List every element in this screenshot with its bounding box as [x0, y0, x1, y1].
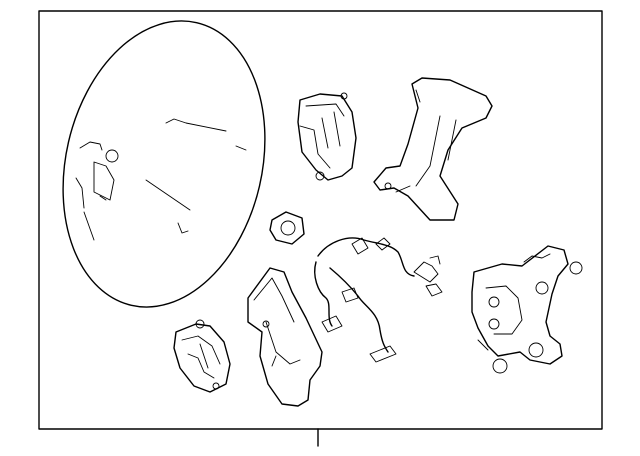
paddle-shifter-bracket[interactable]	[471, 245, 583, 374]
trim-cover-right[interactable]	[373, 77, 493, 221]
diagram-frame	[38, 10, 603, 430]
nut[interactable]	[269, 211, 305, 245]
steering-wheel[interactable]	[36, 1, 292, 328]
control-switch-left[interactable]	[173, 319, 231, 393]
wiring-harness[interactable]	[314, 237, 443, 363]
trim-cover-lower[interactable]	[247, 267, 323, 407]
control-switch-right[interactable]	[297, 92, 357, 181]
